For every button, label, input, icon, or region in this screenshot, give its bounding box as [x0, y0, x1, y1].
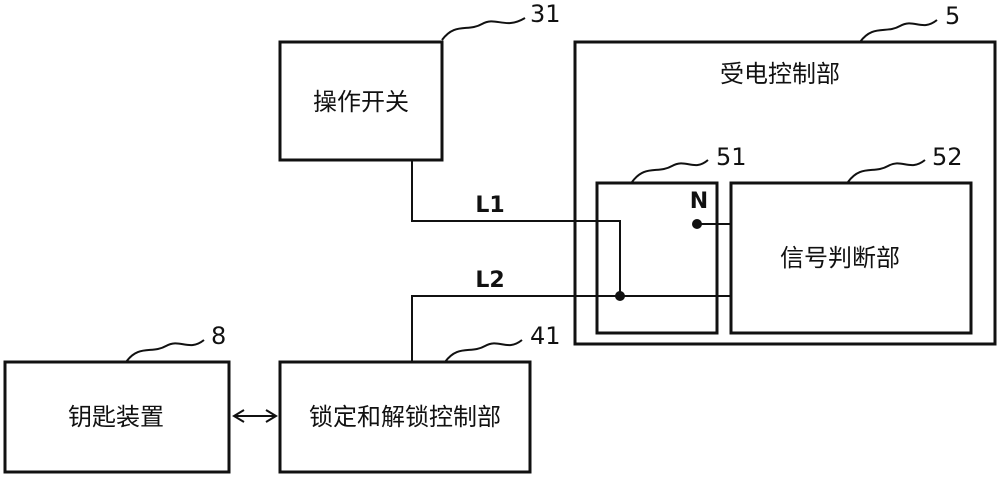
key-device-block: 钥匙装置 8: [3, 322, 231, 474]
power-receiving-control-leader: [859, 19, 938, 43]
signal-judgment-ref: 52: [932, 143, 963, 171]
power-receiving-control-ref: 5: [945, 2, 960, 30]
operation-switch-leader: [441, 17, 526, 41]
signal-judgment-leader: [847, 159, 926, 183]
sub-block-51-ref: 51: [716, 143, 747, 171]
lock-unlock-control-leader: [444, 339, 523, 363]
lock-unlock-control-label: 锁定和解锁控制部: [309, 403, 501, 431]
key-device-ref: 8: [211, 322, 226, 350]
signal-judgment-label: 信号判断部: [780, 244, 900, 272]
signal-judgment-block: 信号判断部 52: [729, 143, 973, 335]
line-l2: L2: [411, 268, 731, 362]
operation-switch-ref: 31: [530, 0, 561, 28]
operation-switch-label: 操作开关: [313, 88, 409, 116]
bidirectional-arrow: [232, 409, 278, 423]
lock-unlock-control-block: 锁定和解锁控制部 41: [278, 322, 561, 474]
key-device-leader: [125, 339, 205, 363]
junction-dot: [615, 291, 625, 301]
line-l2-label: L2: [475, 268, 504, 293]
key-device-label: 钥匙装置: [68, 403, 164, 431]
sub-block-51: 51 N: [595, 143, 747, 335]
lock-unlock-control-box: [278, 360, 532, 474]
operation-switch-block: 操作开关 31: [278, 0, 561, 162]
sub-block-51-leader: [631, 159, 709, 183]
power-receiving-control-box: [573, 40, 997, 346]
line-l1: L1: [411, 160, 621, 296]
sub-block-51-box: [595, 181, 719, 335]
operation-switch-box: [278, 40, 444, 162]
line-l1-label: L1: [475, 193, 504, 218]
power-receiving-control-label: 受电控制部: [720, 60, 840, 88]
power-receiving-control-block: 受电控制部 5: [573, 2, 997, 346]
node-n-label: N: [690, 189, 708, 214]
key-device-box: [3, 360, 231, 474]
lock-unlock-control-ref: 41: [530, 322, 561, 350]
signal-judgment-box: [729, 181, 973, 335]
